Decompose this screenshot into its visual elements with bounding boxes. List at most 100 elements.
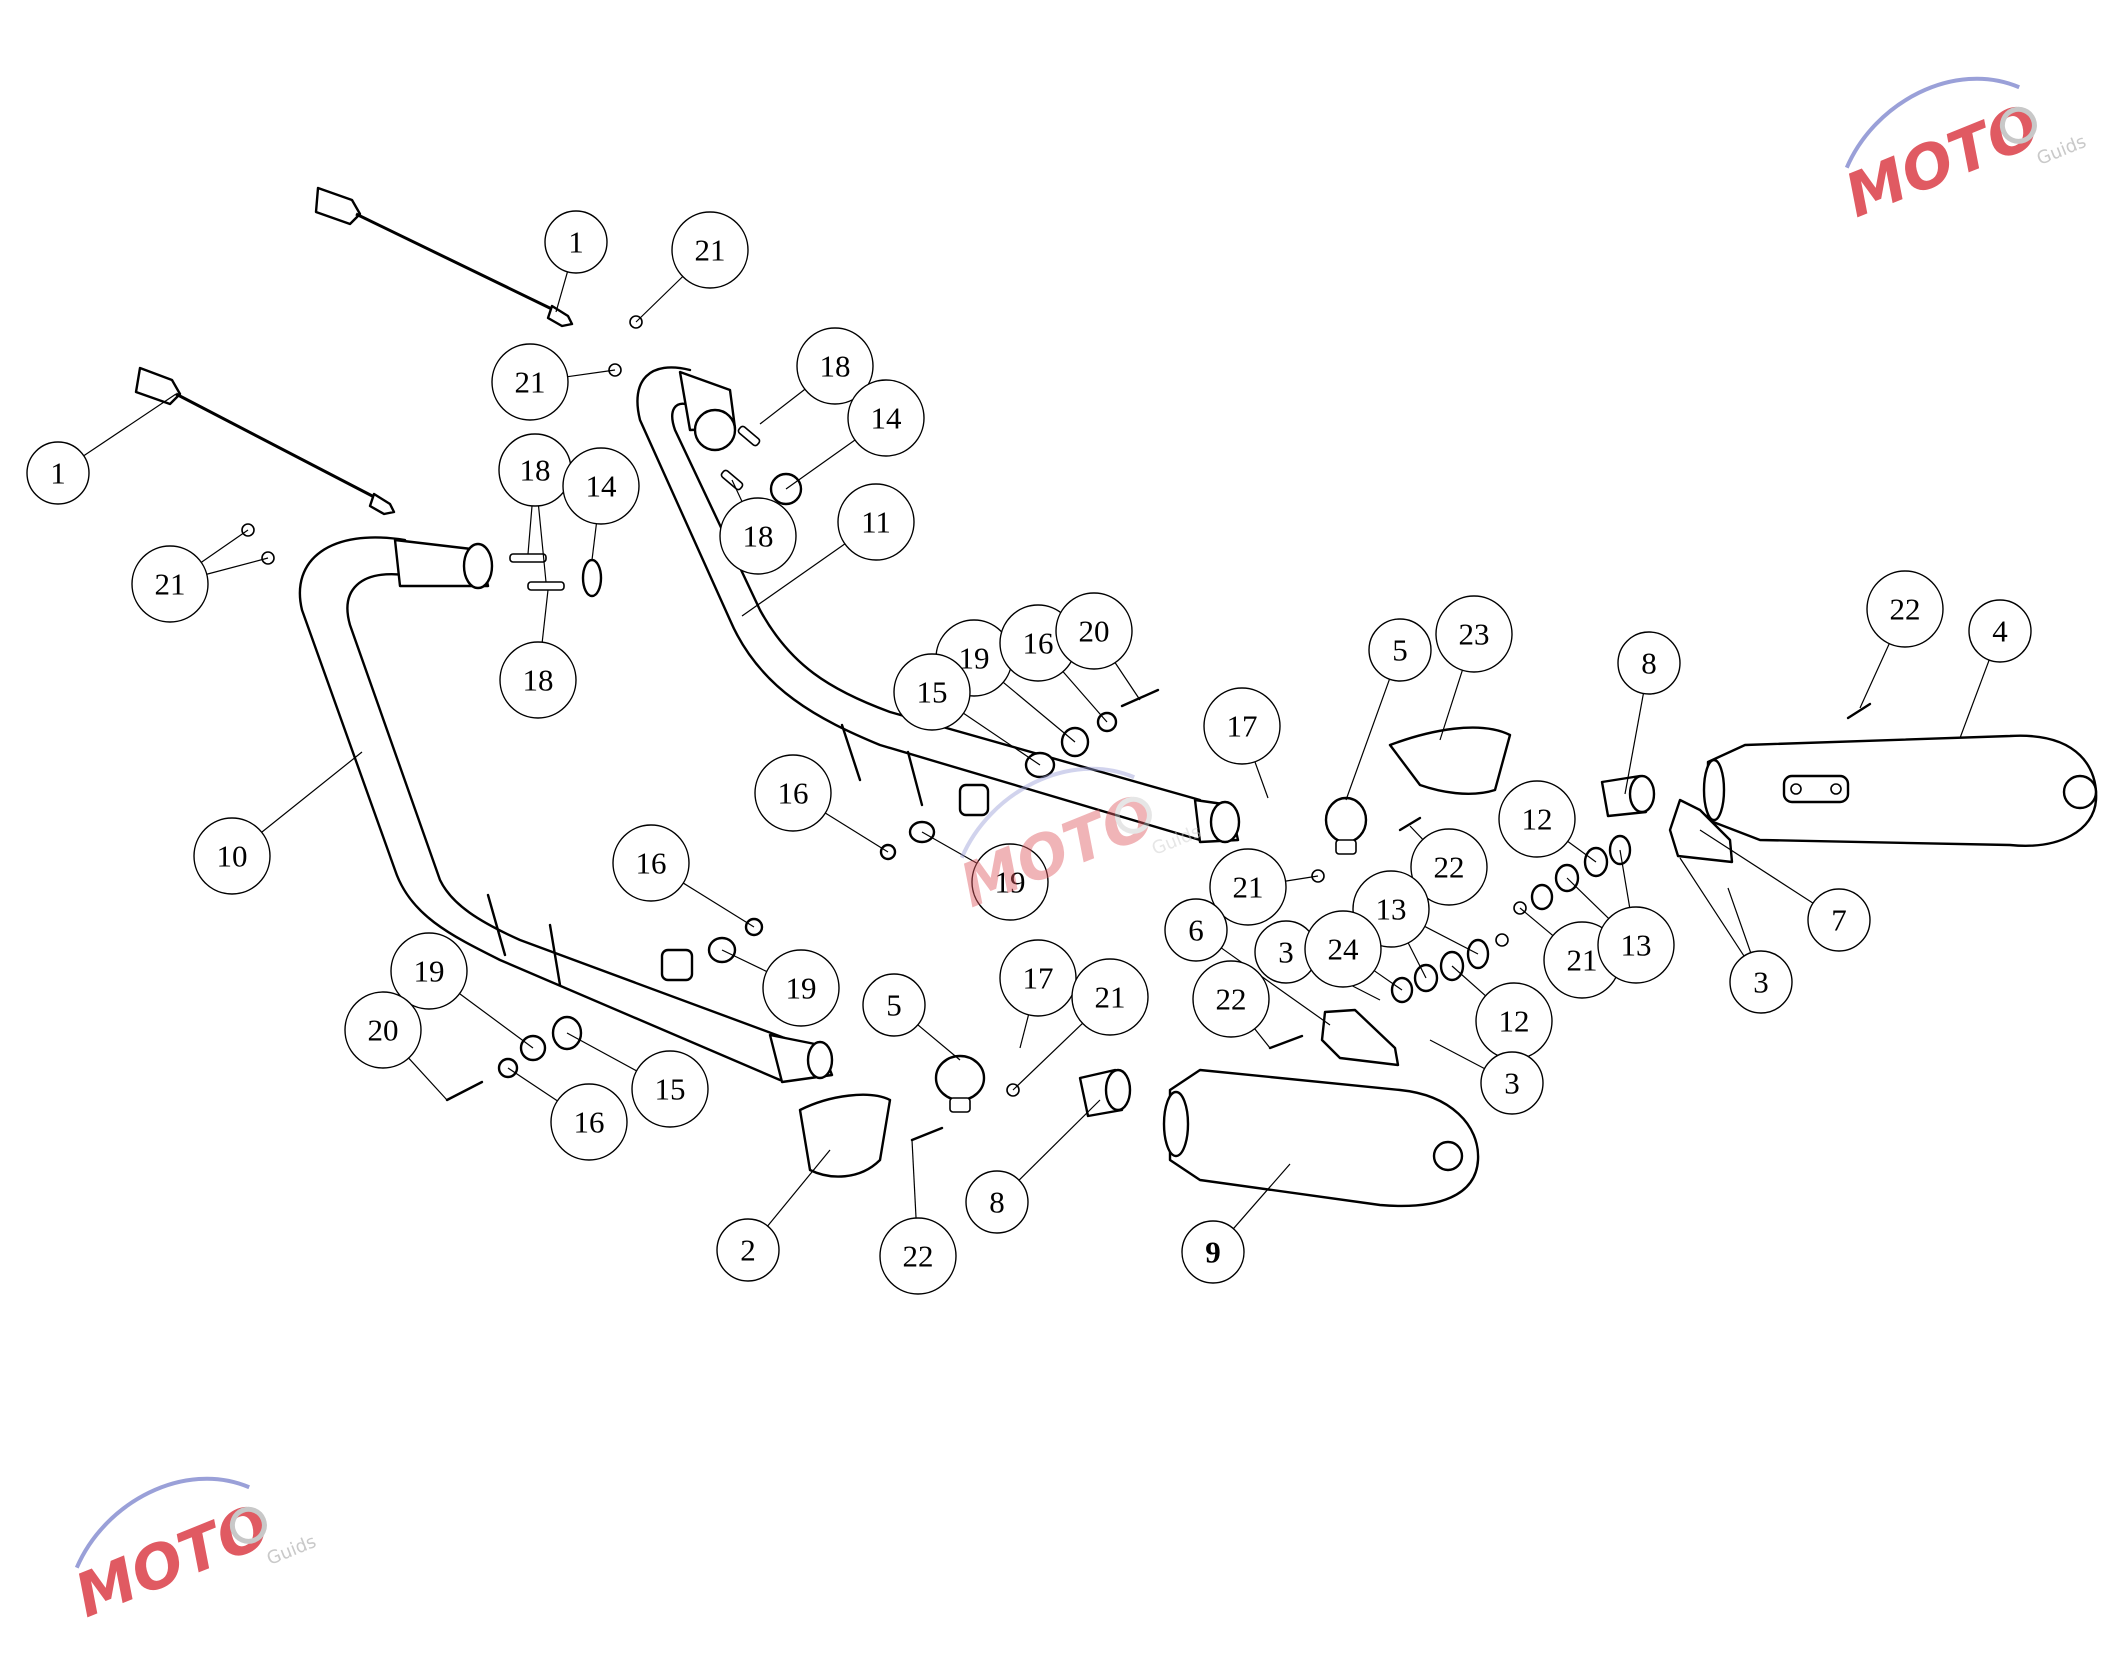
svg-text:16: 16 — [574, 1105, 605, 1140]
callout-21-left: 21 — [131, 545, 209, 623]
svg-text:12: 12 — [1499, 1004, 1530, 1039]
callout-17-front: 17 — [999, 939, 1077, 1017]
svg-text:18: 18 — [743, 519, 774, 554]
header-pipe-rear — [636, 366, 1241, 844]
leader-line — [1429, 1039, 1485, 1070]
leader-line — [1439, 670, 1463, 741]
callouts-layer: 1 21 21 18 1 18 14 14 18 21 11 18 10 19 … — [26, 210, 2032, 1295]
leader-line — [1220, 947, 1331, 1026]
leader-line — [731, 479, 743, 502]
leader-line — [1232, 1163, 1291, 1230]
callout-16-front-upper: 16 — [612, 824, 690, 902]
callout-15-front: 15 — [631, 1050, 709, 1128]
leader-line — [1345, 678, 1391, 801]
svg-text:20: 20 — [1079, 614, 1110, 649]
watermark-bottom-left: MOTO Guids — [66, 1476, 319, 1632]
callout-9: 9 — [1181, 1220, 1245, 1284]
leader-line — [261, 751, 363, 833]
svg-text:19: 19 — [786, 971, 817, 1006]
svg-text:1: 1 — [50, 456, 66, 491]
callout-1-upper: 1 — [544, 210, 608, 274]
clamp-front — [934, 1054, 986, 1113]
svg-text:10: 10 — [217, 839, 248, 874]
studs — [509, 425, 761, 591]
svg-text:24: 24 — [1328, 932, 1360, 967]
leader-line — [767, 1149, 831, 1227]
svg-text:7: 7 — [1831, 903, 1847, 938]
svg-text:9: 9 — [1205, 1235, 1221, 1270]
leader-line — [567, 369, 616, 378]
oxygen-sensor-lower — [134, 366, 396, 516]
leader-line — [1019, 1014, 1030, 1049]
svg-text:11: 11 — [861, 505, 891, 540]
leader-line — [1566, 877, 1610, 919]
callout-21-center-left: 21 — [1209, 848, 1287, 926]
callout-21-front-center: 21 — [1071, 958, 1149, 1036]
svg-text:14: 14 — [586, 469, 618, 504]
svg-text:21: 21 — [1567, 943, 1598, 978]
callout-3-center: 3 — [1254, 920, 1318, 984]
svg-text:18: 18 — [520, 453, 551, 488]
svg-text:17: 17 — [1023, 961, 1054, 996]
leader-line — [1002, 681, 1076, 743]
callout-16-rear-lower: 16 — [754, 754, 832, 832]
callout-10: 10 — [193, 817, 271, 895]
leader-line — [911, 1139, 917, 1219]
leader-line — [682, 882, 755, 928]
svg-text:23: 23 — [1459, 617, 1490, 652]
svg-text:13: 13 — [1621, 928, 1652, 963]
leader-line — [1285, 875, 1319, 882]
heat-shield-rear — [1388, 726, 1512, 796]
leader-line — [1624, 693, 1645, 795]
callout-17-rear: 17 — [1203, 687, 1281, 765]
callout-3-rear: 3 — [1729, 950, 1793, 1014]
leader-line — [1254, 761, 1269, 799]
callout-20-front: 20 — [344, 991, 422, 1069]
leader-line — [206, 557, 269, 575]
callout-19-front-left: 19 — [390, 932, 468, 1010]
svg-text:18: 18 — [820, 349, 851, 384]
callout-16-front-lower: 16 — [550, 1083, 628, 1161]
callout-22-center: 22 — [1410, 828, 1488, 906]
svg-text:22: 22 — [1434, 850, 1465, 885]
callout-18-rear-bottom: 18 — [719, 497, 797, 575]
svg-text:16: 16 — [778, 776, 809, 811]
header-pipe-front — [298, 536, 834, 1084]
leader-line — [566, 1032, 637, 1072]
svg-text:20: 20 — [368, 1013, 399, 1048]
svg-text:19: 19 — [959, 641, 990, 676]
callout-6: 6 — [1164, 898, 1228, 962]
muffler-rear — [1702, 734, 2098, 847]
leader-line — [1424, 925, 1479, 955]
svg-text:1: 1 — [568, 225, 584, 260]
leader-line — [635, 276, 684, 323]
leader-line — [917, 1024, 961, 1061]
svg-text:15: 15 — [655, 1072, 686, 1107]
callout-4: 4 — [1968, 599, 2032, 663]
gear-icon — [229, 1506, 267, 1544]
svg-text:8: 8 — [1641, 646, 1657, 681]
svg-text:12: 12 — [1522, 802, 1553, 837]
leader-line — [741, 543, 846, 617]
svg-text:15: 15 — [917, 675, 948, 710]
leader-line — [1959, 659, 1990, 739]
watermark-center: MOTO Guids — [951, 766, 1204, 922]
leader-line — [591, 523, 598, 561]
leader-line — [200, 529, 249, 563]
callout-21-top: 21 — [671, 211, 749, 289]
callout-2: 2 — [716, 1218, 780, 1282]
callout-18-front-bottom: 18 — [499, 641, 577, 719]
leader-line — [1254, 1028, 1271, 1049]
leader-line — [721, 949, 768, 973]
leader-line — [921, 831, 978, 864]
callout-5-front: 5 — [862, 973, 926, 1037]
callout-19-front-right: 19 — [762, 949, 840, 1027]
leader-line — [1859, 643, 1890, 709]
svg-text:13: 13 — [1376, 892, 1407, 927]
callout-24: 24 — [1304, 910, 1382, 988]
svg-text:4: 4 — [1992, 614, 2008, 649]
svg-text:21: 21 — [155, 567, 186, 602]
svg-text:19: 19 — [414, 954, 445, 989]
leader-line — [1114, 662, 1141, 701]
